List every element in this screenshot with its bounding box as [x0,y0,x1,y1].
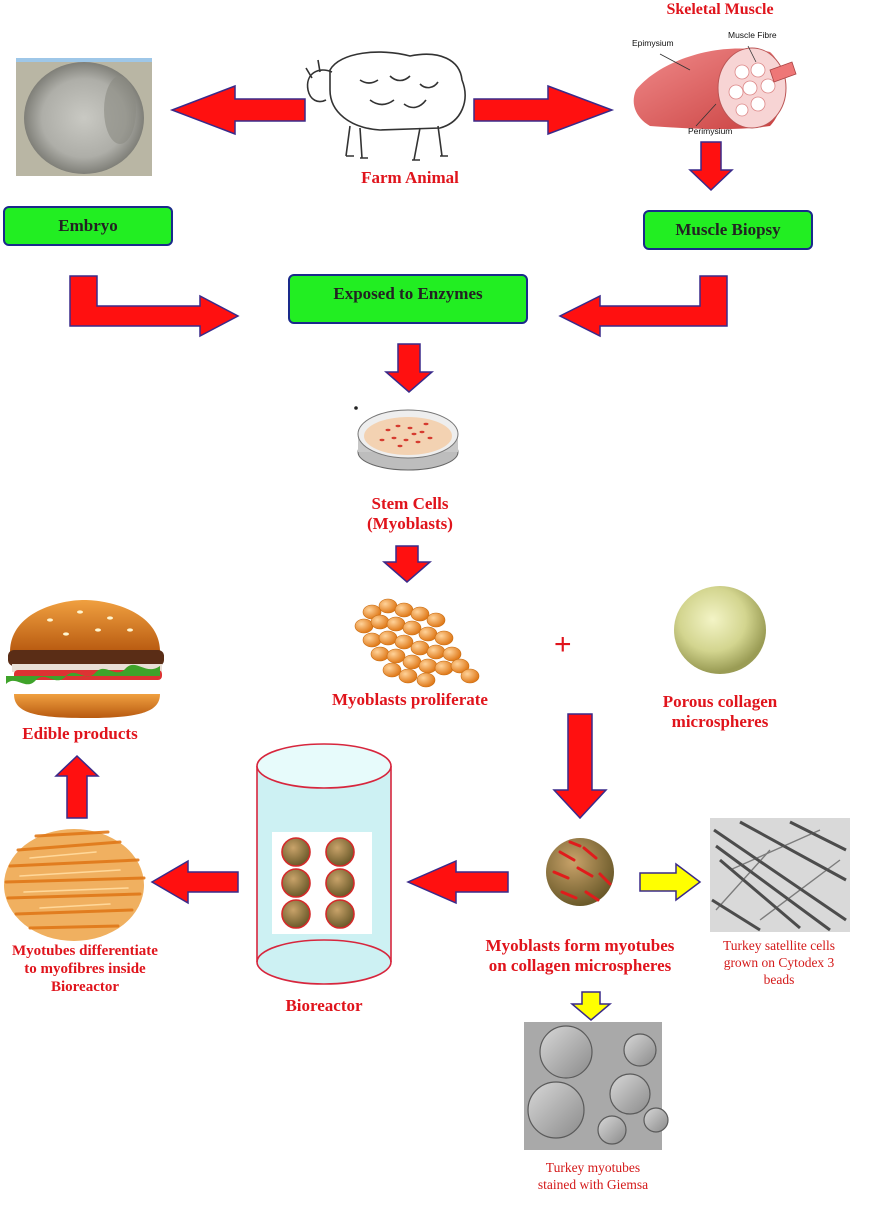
skeletal-muscle-image [633,45,797,130]
arrow-enzymes-to-dish [383,343,435,393]
turkey-myotubes-line-1: Turkey myotubes [545,1160,641,1175]
turkey-satellite-line-1: Turkey satellite cells [723,938,835,953]
stem-cells-label: Stem Cells (Myoblasts) [330,494,490,535]
turkey-satellite-caption: Turkey satellite cells grown on Cytodex … [704,938,854,989]
arrow-up-to-edible [54,754,100,819]
skeletal-muscle-label: Skeletal Muscle [666,1,774,18]
muscle-fibre-label: Muscle Fibre [728,30,777,40]
myotubes-differentiate-label: Myotubes differentiate to myofibres insi… [0,942,170,996]
turkey-satellite-line-3: beads [763,971,795,987]
arrow-to-muscle [473,84,615,136]
myoblast-cluster-image [354,598,480,688]
epimysium-label: Epimysium [632,38,674,48]
stem-cells-line-2: (Myoblasts) [367,514,453,534]
muscle-biopsy-box-label: Muscle Biopsy [675,220,781,239]
arrow-stemcells-to-proliferate [381,545,433,583]
exposed-to-enzymes-label: Exposed to Enzymes [333,284,483,303]
porous-collagen-line-2: microspheres [671,712,769,732]
farm-animal-label: Farm Animal [361,168,459,187]
bioreactor-label: Bioreactor [285,996,363,1015]
exposed-to-enzymes-box: Exposed to Enzymes [288,274,528,324]
differentiate-line-3: Bioreactor [50,979,120,995]
differentiate-line-1: Myotubes differentiate [12,943,158,959]
arrow-sphere-to-bioreactor [406,859,509,905]
perimysium-label: Perimysium [688,126,733,136]
collagen-microsphere-image [674,586,766,674]
myoblasts-form-myotubes-label: Myoblasts form myotubes on collagen micr… [460,936,700,977]
turkey-myotubes-caption: Turkey myotubes stained with Giemsa [520,1160,666,1194]
form-myotubes-line-1: Myoblasts form myotubes [485,936,675,955]
turkey-myotubes-micrograph [524,1022,669,1150]
edible-products-label: Edible products [22,724,138,743]
turkey-myotubes-line-2: stained with Giemsa [537,1176,649,1192]
turkey-satellite-micrograph [710,818,850,932]
arrow-to-seeded-sphere [552,713,608,820]
arrow-to-turkey-satellite [639,862,702,902]
stem-cells-line-1: Stem Cells [371,494,449,513]
seeded-microsphere-image [546,838,614,906]
porous-collagen-line-1: Porous collagen [662,692,778,711]
myofibre-mass-image [4,829,146,941]
burger-image [6,600,164,718]
turkey-satellite-line-2: grown on Cytodex 3 [723,954,835,970]
arrow-embryo-to-enzymes [69,275,240,338]
myoblasts-proliferate-label: Myoblasts proliferate [332,690,488,709]
arrow-muscle-to-biopsy [688,141,734,192]
sheep-image [305,51,466,161]
plus-sign: + [554,628,572,661]
bioreactor-image [256,743,392,985]
petri-dish-image [354,406,459,471]
embryo-box-label: Embryo [58,216,118,235]
arrow-to-turkey-myotubes [569,991,613,1021]
muscle-biopsy-box: Muscle Biopsy [643,210,813,250]
embryo-box: Embryo [3,206,173,246]
embryo-image [16,58,152,176]
arrow-to-embryo [169,84,306,136]
form-myotubes-line-2: on collagen microspheres [488,956,672,976]
porous-collagen-label: Porous collagen microspheres [640,692,800,733]
arrow-bioreactor-to-fibres [150,859,239,905]
arrow-biopsy-to-enzymes [558,275,728,338]
differentiate-line-2: to myofibres inside [24,961,146,977]
